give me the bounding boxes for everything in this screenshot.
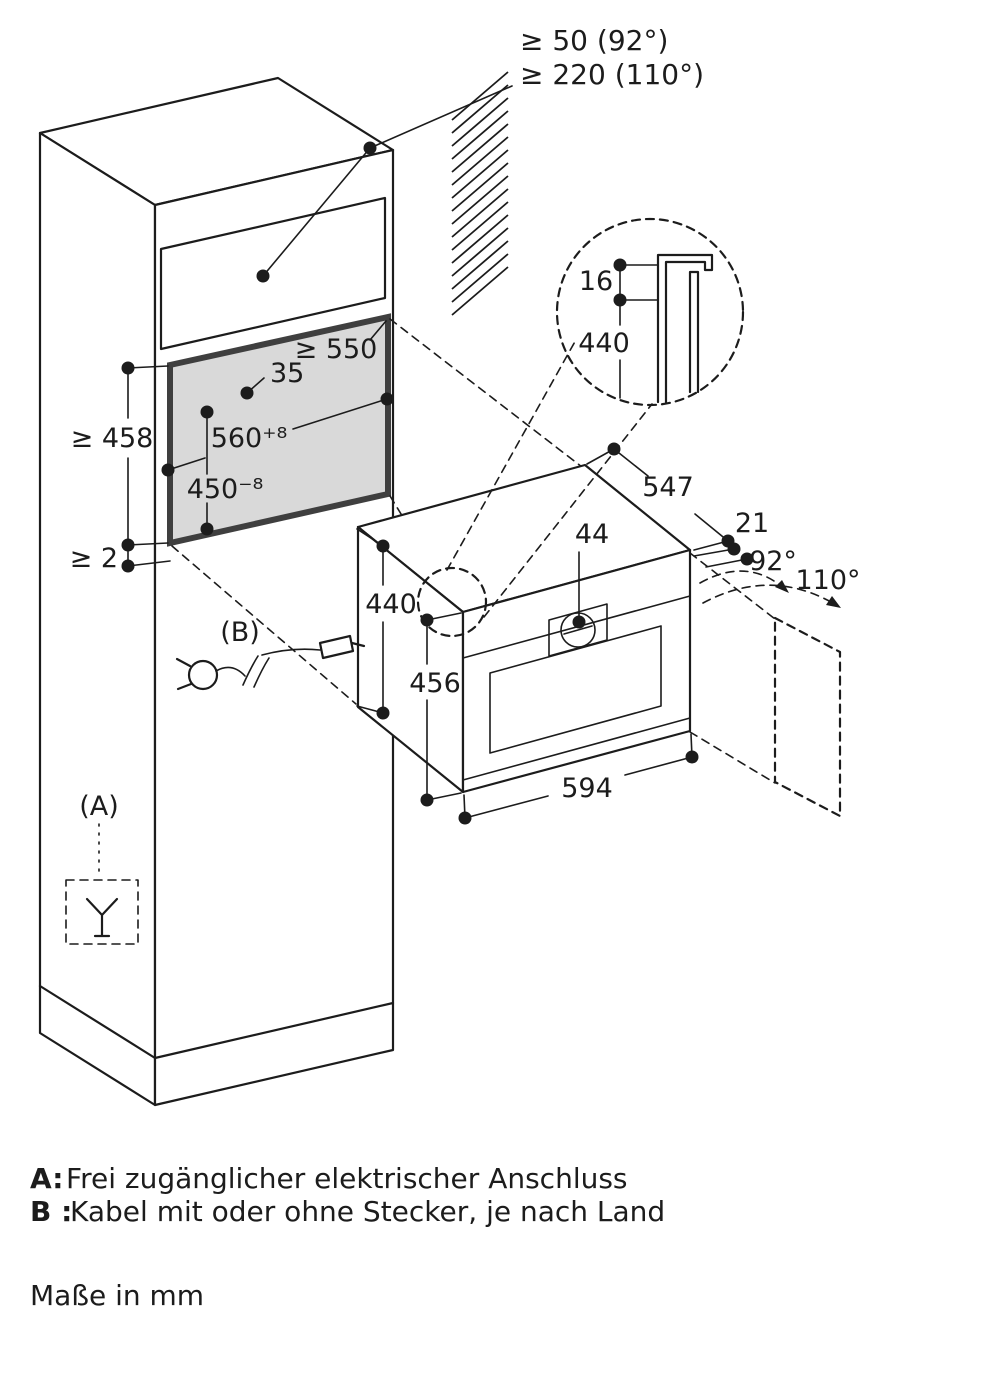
control-knob	[560, 612, 596, 648]
swing-arrowhead-92	[775, 580, 789, 593]
detail-circle	[555, 217, 745, 407]
swing-arrowhead-110	[826, 596, 841, 608]
legend-line-b: B :Kabel mit oder ohne Stecker, je nach …	[30, 1195, 665, 1228]
upper-compartment-opening	[159, 196, 387, 351]
label-cable-b: (B)	[220, 617, 260, 648]
detail-cone-lines	[446, 337, 653, 618]
legend-a-text: Frei zugänglicher elektrischer Anschluss	[66, 1162, 628, 1195]
dim-line-594	[463, 733, 693, 819]
dim-niche-width: 560⁺⁸	[211, 423, 288, 454]
measurement-points	[121, 141, 754, 825]
dim-detail-440: 440	[578, 328, 630, 359]
detail-view	[416, 217, 745, 638]
legend-b-text: Kabel mit oder ohne Stecker, je nach Lan…	[70, 1195, 665, 1228]
swing-arc-110	[702, 584, 839, 607]
tall-cabinet	[38, 76, 395, 1107]
cable-break-marks	[242, 655, 270, 688]
trim-profile	[656, 253, 714, 404]
door-swing-connectors	[689, 552, 776, 784]
knob-slot	[563, 625, 593, 635]
dim-front-height-456: 456	[409, 668, 461, 699]
dim-wall-clearance-92: ≥ 50 (92°)	[520, 24, 668, 57]
label-connection-a: (A)	[79, 791, 119, 822]
dim-niche-height: 450⁻⁸	[187, 474, 264, 505]
plug-body	[187, 659, 219, 691]
dim-panel-height-44: 44	[575, 519, 609, 550]
dim-bottom-gap-2: ≥ 2	[70, 543, 118, 574]
legend-a-label: A:	[30, 1162, 63, 1195]
dim-leader-550	[369, 320, 387, 341]
connection-symbol	[65, 823, 139, 945]
cabinet-plinth	[38, 984, 395, 1060]
oven-front-face	[461, 548, 692, 794]
dim-door-gap-21: 21	[735, 508, 769, 539]
hatch-lines	[451, 71, 509, 316]
dim-line-547	[586, 448, 729, 551]
dim-line-458	[127, 365, 169, 546]
dim-niche-offset-35: 35	[270, 358, 304, 389]
plug-pins	[175, 657, 193, 691]
detail-source-circle	[416, 566, 488, 638]
cable-line	[215, 648, 321, 677]
dim-detail-16: 16	[579, 266, 613, 297]
cable-connector	[318, 634, 366, 660]
dim-line-21	[693, 548, 748, 568]
cabinet-side-face	[38, 131, 157, 1107]
open-door-outline	[773, 616, 842, 818]
dim-angle-110: 110°	[795, 565, 860, 596]
connection-fork-symbol	[85, 897, 119, 938]
dim-oven-height-440: 440	[365, 589, 417, 620]
connection-dashed-box	[65, 879, 139, 945]
oven-dimensions	[356, 448, 748, 819]
dim-side-height-458: ≥ 458	[71, 423, 154, 454]
oven-drawing	[356, 463, 692, 794]
door-window	[489, 625, 662, 754]
door-bottom-edge	[462, 717, 691, 781]
legend-line-a: A:Frei zugänglicher elektrischer Anschlu…	[30, 1162, 628, 1195]
legend: A:Frei zugänglicher elektrischer Anschlu…	[30, 1162, 665, 1312]
dim-oven-depth-547: 547	[642, 472, 694, 503]
power-cable	[175, 634, 366, 691]
units-note: Maße in mm	[30, 1279, 204, 1312]
dim-oven-width-594: 594	[561, 773, 613, 804]
detail-dim-16	[619, 264, 659, 301]
wall-clearance-leader	[262, 85, 513, 277]
dim-line-440	[356, 528, 384, 714]
dimension-labels: ≥ 50 (92°) ≥ 220 (110°) 16 440 ≥ 550 35 …	[70, 24, 861, 822]
wall-hatch	[262, 71, 513, 316]
dim-wall-clearance-110: ≥ 220 (110°)	[520, 58, 704, 91]
dim-niche-depth: ≥ 550	[295, 334, 378, 365]
dim-line-456	[426, 612, 462, 801]
legend-b-label: B :	[30, 1195, 72, 1228]
dim-angle-92: 92°	[749, 546, 797, 577]
door-swing	[689, 552, 842, 818]
appliance-niche	[167, 313, 391, 547]
